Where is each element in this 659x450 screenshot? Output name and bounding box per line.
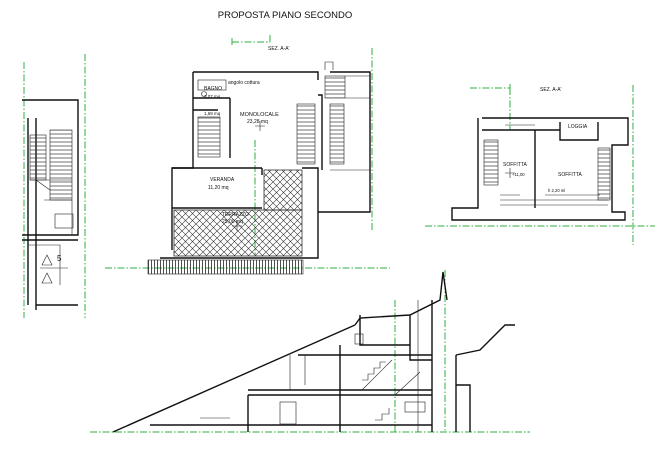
section-mark-label: SEZ. A-A' xyxy=(540,87,562,93)
room-area: 25,00 mq xyxy=(222,219,243,225)
room-name: angolo cottura xyxy=(228,80,260,86)
room-name: BAGNO xyxy=(204,86,222,92)
railing xyxy=(147,259,304,275)
terrace-floor xyxy=(173,209,303,257)
window xyxy=(354,333,364,345)
room-elevation: +11,00 xyxy=(512,172,525,177)
room-name: SOFFITTA xyxy=(558,172,582,178)
terrace-floor xyxy=(263,169,303,211)
stair-flight xyxy=(597,147,611,201)
floor-plan-main: SEZ. A-A' angolo cottura BAGNO xyxy=(105,35,390,275)
stair-flight xyxy=(197,116,221,158)
building-section xyxy=(90,270,530,433)
room-name: MONOLOCALE xyxy=(240,112,279,118)
drawing-title: PROPOSTA PIANO SECONDO xyxy=(218,10,352,21)
room-name: TERRAZZO xyxy=(222,212,249,218)
room-area: 23,28 mq xyxy=(247,119,268,125)
level-cross-icon xyxy=(232,221,242,231)
room-elevation: h 2,20 ml xyxy=(548,188,565,193)
level-cross-icon xyxy=(505,168,515,178)
room-area: 1,68 mq xyxy=(204,111,221,116)
level-triangle-icon xyxy=(41,272,53,284)
window xyxy=(279,401,297,425)
room-area: 11,20 mq xyxy=(208,185,229,191)
elevation-marker: 5 xyxy=(57,254,62,263)
floor-plan-attic: SEZ. A-A' LOGGIA SOFFITTA +11,00 SOFFITT… xyxy=(425,84,655,245)
stair-flight xyxy=(483,139,499,186)
room-area: 3,07 mq xyxy=(204,94,221,99)
kitchen-counter xyxy=(197,79,227,91)
stair-flight xyxy=(324,75,346,99)
section-mark-label: SEZ. A-A' xyxy=(268,46,290,52)
left-partial-plan: 5 xyxy=(22,54,86,318)
room-name: SOFFITTA xyxy=(503,162,527,168)
stair-flight xyxy=(296,103,316,165)
stair-flight xyxy=(329,103,345,165)
room-name: VERANDA xyxy=(210,177,235,183)
level-triangle-icon xyxy=(41,254,53,266)
window xyxy=(404,401,426,413)
level-cross-icon xyxy=(255,121,265,131)
room-name: LOGGIA xyxy=(568,124,588,130)
